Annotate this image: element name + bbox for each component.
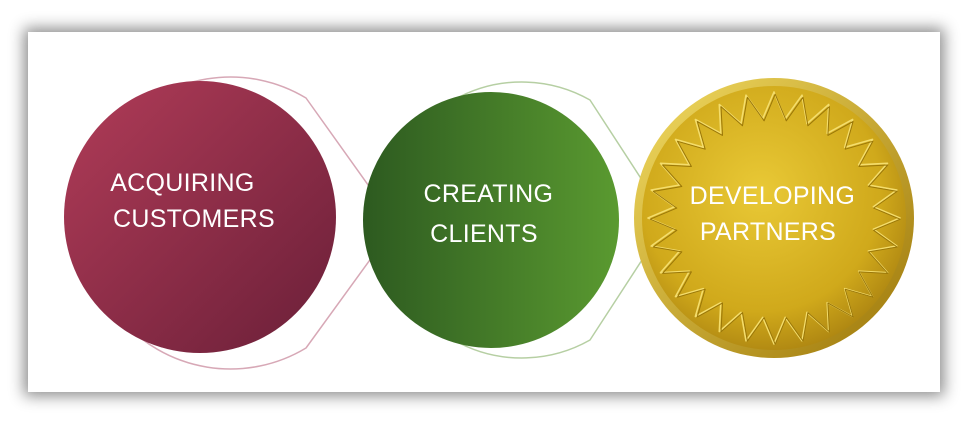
svg-text:CREATING CLIENTS: CREATING CLIENTS — [424, 180, 561, 248]
step-3-seal-star-shadow — [649, 93, 901, 345]
step-creating-clients: CREATING CLIENTS — [363, 81, 669, 359]
step-1-label-line1: ACQUIRING — [110, 169, 254, 197]
step-2-circle — [363, 92, 619, 348]
step-3-label-line1: DEVELOPING — [690, 182, 856, 210]
step-3-label-line2: PARTNERS — [700, 218, 836, 246]
step-3-seal-body — [642, 86, 906, 350]
step-2-label-line2: CLIENTS — [430, 220, 538, 248]
step-1-label-line2: CUSTOMERS — [113, 205, 275, 233]
step-acquiring-customers: ACQUIRING CUSTOMERS — [64, 76, 397, 370]
svg-text:DEVELOPING PARTNERS: DEVELOPING PARTNERS — [690, 182, 863, 246]
step-1-circle — [64, 81, 336, 353]
step-developing-partners: DEVELOPING PARTNERS — [634, 78, 914, 358]
step-3-seal-star — [647, 91, 901, 345]
svg-text:ACQUIRING CUSTOMERS: ACQUIRING CUSTOMERS — [110, 169, 275, 233]
step-2-label-line1: CREATING — [424, 180, 554, 208]
